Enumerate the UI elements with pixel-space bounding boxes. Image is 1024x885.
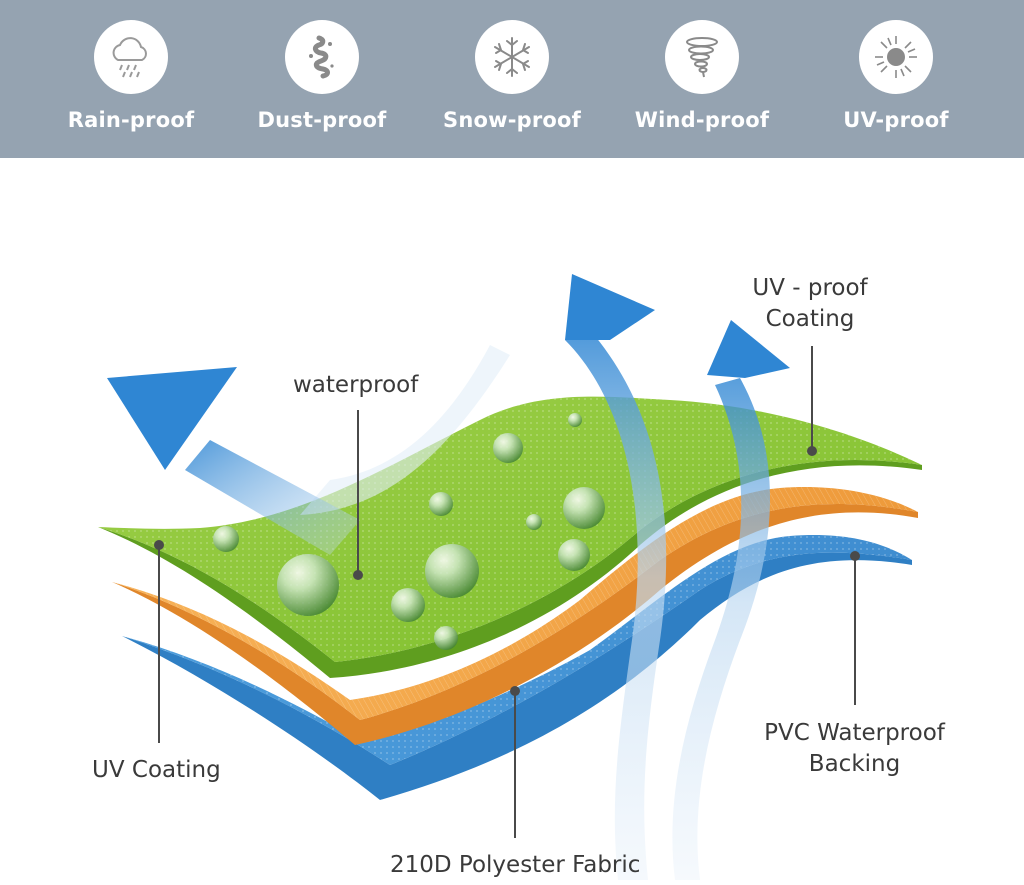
blue-pvc-layer bbox=[122, 535, 912, 800]
fabric-layer-diagram bbox=[98, 274, 922, 880]
feature-wind-proof: Wind-proof bbox=[617, 20, 787, 150]
feature-label: Snow-proof bbox=[443, 108, 581, 132]
feature-dust-proof: Dust-proof bbox=[237, 20, 407, 150]
feature-label: Dust-proof bbox=[257, 108, 387, 132]
feature-label: Rain-proof bbox=[67, 108, 195, 132]
water-droplet bbox=[425, 544, 479, 598]
tornado-icon bbox=[665, 20, 739, 94]
rain-cloud-icon bbox=[94, 20, 168, 94]
water-droplet bbox=[493, 433, 523, 463]
callout-line: PVC Waterproof bbox=[764, 720, 945, 746]
feature-snow-proof: Snow-proof bbox=[427, 20, 597, 150]
water-droplet bbox=[391, 588, 425, 622]
callout-line: Backing bbox=[808, 751, 901, 777]
water-droplet bbox=[434, 626, 458, 650]
callout-waterproof: waterproof bbox=[293, 372, 419, 398]
callout-pvc-backing: PVC Waterproof Backing bbox=[752, 718, 957, 780]
water-droplet bbox=[277, 554, 339, 616]
snowflake-icon bbox=[475, 20, 549, 94]
feature-label: Wind-proof bbox=[634, 108, 770, 132]
water-droplet bbox=[568, 413, 582, 427]
feature-uv-proof: UV-proof bbox=[811, 20, 981, 150]
callout-line: UV - proof bbox=[752, 275, 868, 301]
airflow-arrow-left bbox=[107, 345, 510, 555]
feature-band: Rain-proof Dust-proof Snow-pro bbox=[0, 0, 1024, 158]
dust-swirl-icon bbox=[285, 20, 359, 94]
water-droplets bbox=[213, 413, 605, 650]
callout-lines bbox=[154, 346, 860, 838]
water-droplet bbox=[213, 526, 239, 552]
sun-icon bbox=[859, 20, 933, 94]
water-droplet bbox=[563, 487, 605, 529]
callout-line: Coating bbox=[765, 306, 855, 332]
feature-label: UV-proof bbox=[843, 108, 949, 132]
callout-uv-proof-coating: UV - proof Coating bbox=[735, 273, 885, 335]
water-droplet bbox=[526, 514, 542, 530]
water-droplet bbox=[429, 492, 453, 516]
airflow-arrow-right bbox=[672, 320, 790, 880]
callout-polyester-fabric: 210D Polyester Fabric bbox=[390, 852, 641, 878]
water-droplet bbox=[558, 539, 590, 571]
feature-rain-proof: Rain-proof bbox=[46, 20, 216, 150]
airflow-arrow-center bbox=[565, 274, 667, 880]
callout-uv-coating: UV Coating bbox=[92, 757, 221, 783]
